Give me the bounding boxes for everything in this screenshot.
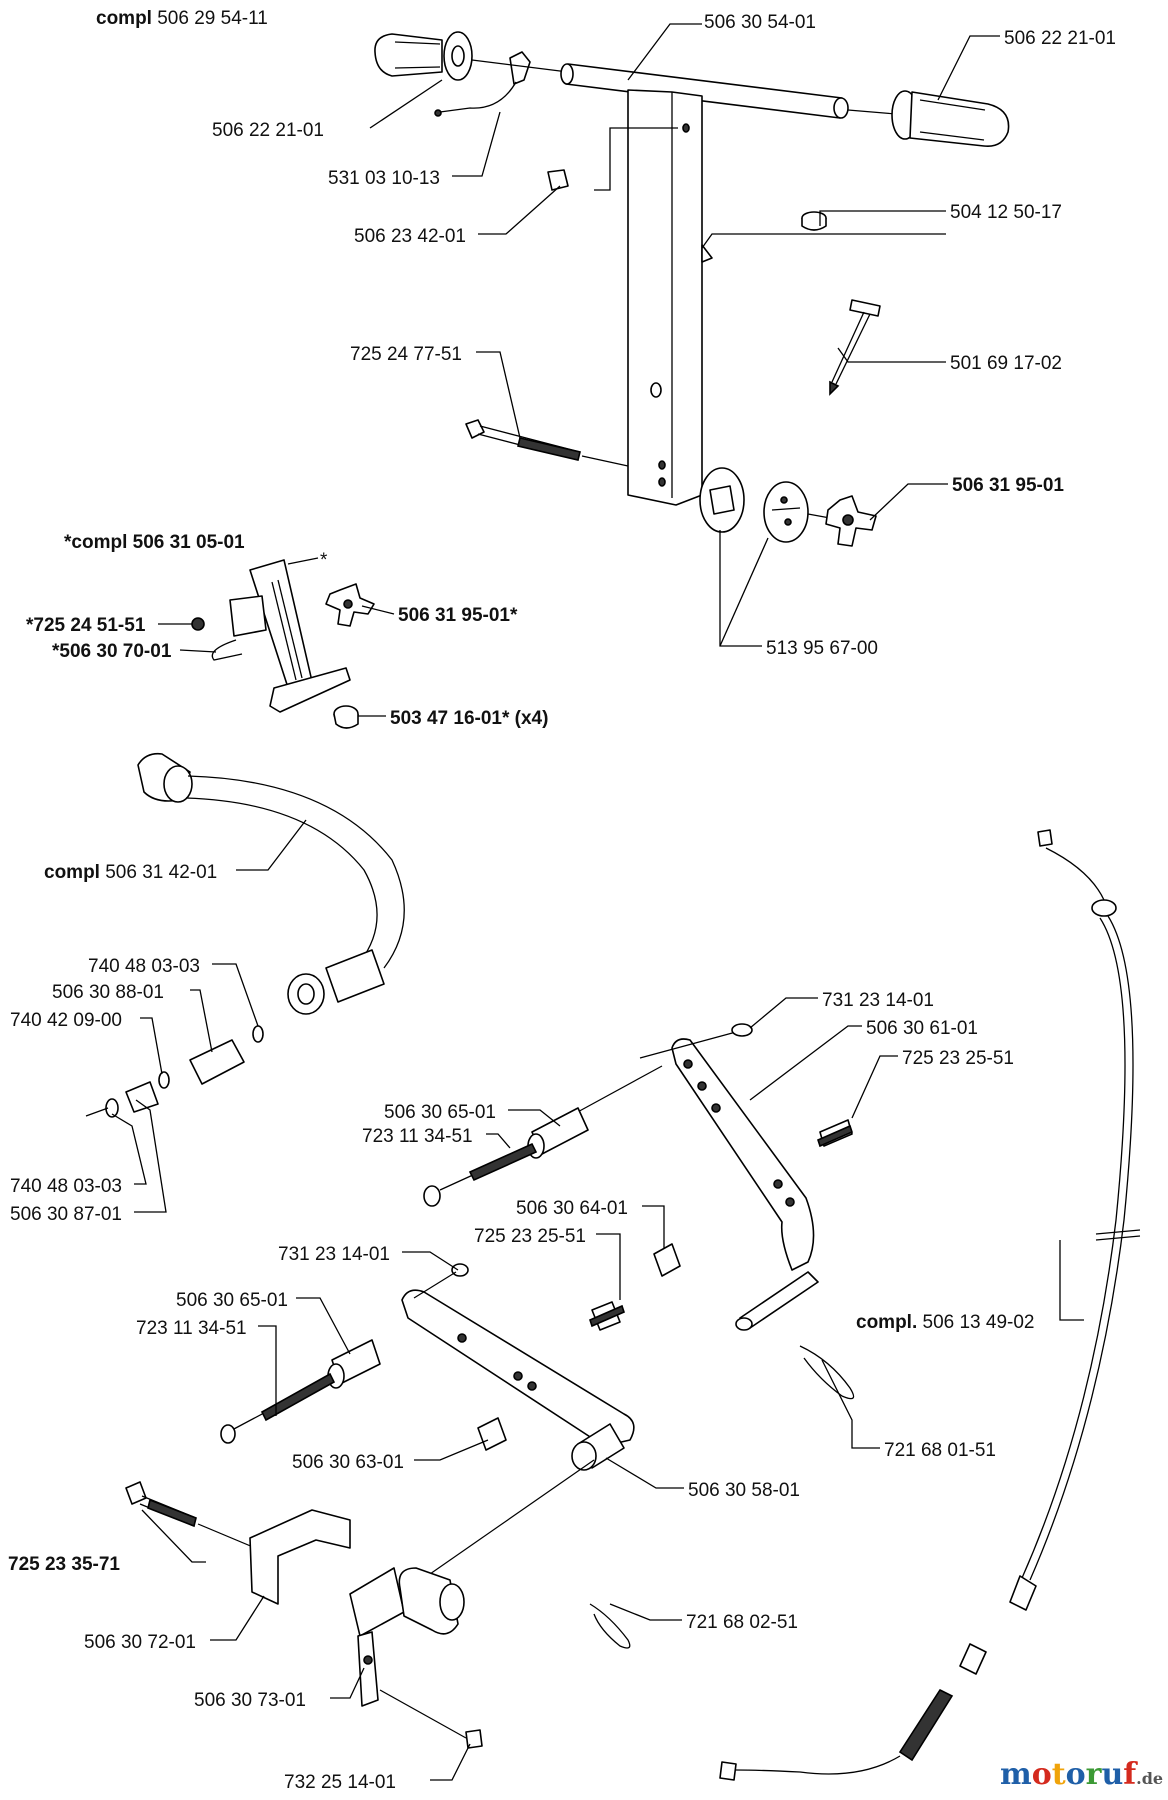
flex-shaft-assembly	[85, 752, 405, 1118]
label-725-23-35-71: 725 23 35-71	[8, 1554, 120, 1575]
label-731-23-14-01-top: 731 23 14-01	[822, 990, 934, 1011]
label-725-23-25-51-right: 725 23 25-51	[902, 1048, 1014, 1069]
label-504-12-50-17: 504 12 50-17	[950, 202, 1062, 223]
watermark-letter: o	[1066, 1757, 1086, 1792]
label-501-69-17-02: 501 69 17-02	[950, 353, 1062, 374]
label-506-30-58-01: 506 30 58-01	[688, 1480, 800, 1501]
label-506-30-70-01: *506 30 70-01	[52, 641, 172, 662]
label-723-11-34-51-top: 723 11 34-51	[362, 1126, 473, 1147]
label-506-23-42-01: 506 23 42-01	[354, 226, 466, 247]
label-506-30-87-01: 506 30 87-01	[10, 1204, 122, 1225]
label-725-24-51-51: *725 24 51-51	[26, 615, 146, 636]
watermark-letter: m	[1000, 1757, 1032, 1792]
label-506-30-72-01: 506 30 72-01	[84, 1632, 196, 1653]
label-503-47-16-01: 503 47 16-01* (x4)	[390, 708, 548, 729]
hitch-assembly	[125, 1023, 855, 1749]
label-compl-506-29-54-11: compl 506 29 54-11	[96, 8, 268, 29]
label-asterisk: *	[320, 550, 328, 571]
watermark-letter: u	[1101, 1757, 1123, 1792]
label-723-11-34-51-bottom: 723 11 34-51	[136, 1318, 247, 1339]
label-compl-506-31-05-01: *compl 506 31 05-01	[64, 532, 245, 553]
label-721-68-01-51: 721 68 01-51	[884, 1440, 996, 1461]
label-725-24-77-51: 725 24 77-51	[350, 344, 462, 365]
part-labels: compl 506 29 54-11 506 30 54-01 506 22 2…	[8, 8, 1116, 1793]
leader-lines	[111, 23, 1084, 1781]
label-506-30-88-01: 506 30 88-01	[52, 982, 164, 1003]
label-506-30-61-01: 506 30 61-01	[866, 1018, 978, 1039]
label-725-23-25-51-center: 725 23 25-51	[474, 1226, 586, 1247]
label-506-30-65-01-top: 506 30 65-01	[384, 1102, 496, 1123]
label-732-25-14-01: 732 25 14-01	[284, 1772, 396, 1793]
watermark-letter: r	[1086, 1757, 1103, 1792]
label-513-95-67-00: 513 95 67-00	[766, 638, 878, 659]
label-506-30-65-01-bottom: 506 30 65-01	[176, 1290, 288, 1311]
label-506-22-21-01-left: 506 22 21-01	[212, 120, 324, 141]
handle-assembly	[374, 31, 1010, 547]
label-721-68-02-51: 721 68 02-51	[686, 1612, 798, 1633]
motoruf-watermark-logo: motoruf.de	[1000, 1757, 1163, 1792]
label-740-48-03-03-bottom: 740 48 03-03	[10, 1176, 122, 1197]
label-531-03-10-13: 531 03 10-13	[328, 168, 440, 189]
label-compl-506-31-42-01: compl 506 31 42-01	[44, 862, 217, 883]
watermark-letter: t	[1052, 1757, 1066, 1792]
label-740-48-03-03-top: 740 48 03-03	[88, 956, 200, 977]
label-506-30-63-01: 506 30 63-01	[292, 1452, 404, 1473]
label-506-30-73-01: 506 30 73-01	[194, 1690, 306, 1711]
throttle-cable	[719, 829, 1141, 1781]
label-740-42-09-00: 740 42 09-00	[10, 1010, 122, 1031]
watermark-letter: o	[1032, 1757, 1052, 1792]
label-506-30-64-01: 506 30 64-01	[516, 1198, 628, 1219]
watermark-letter: f	[1123, 1757, 1138, 1792]
label-506-31-95-01: 506 31 95-01	[952, 475, 1064, 496]
label-506-22-21-01-right: 506 22 21-01	[1004, 28, 1116, 49]
label-506-30-54-01: 506 30 54-01	[704, 12, 816, 33]
bracket-assembly	[191, 559, 375, 729]
label-compl-506-13-49-02: compl. 506 13 49-02	[856, 1312, 1035, 1333]
label-731-23-14-01-bottom: 731 23 14-01	[278, 1244, 390, 1265]
watermark-tld: .de	[1136, 1769, 1163, 1788]
label-506-31-95-01-bracket: 506 31 95-01*	[398, 605, 518, 626]
